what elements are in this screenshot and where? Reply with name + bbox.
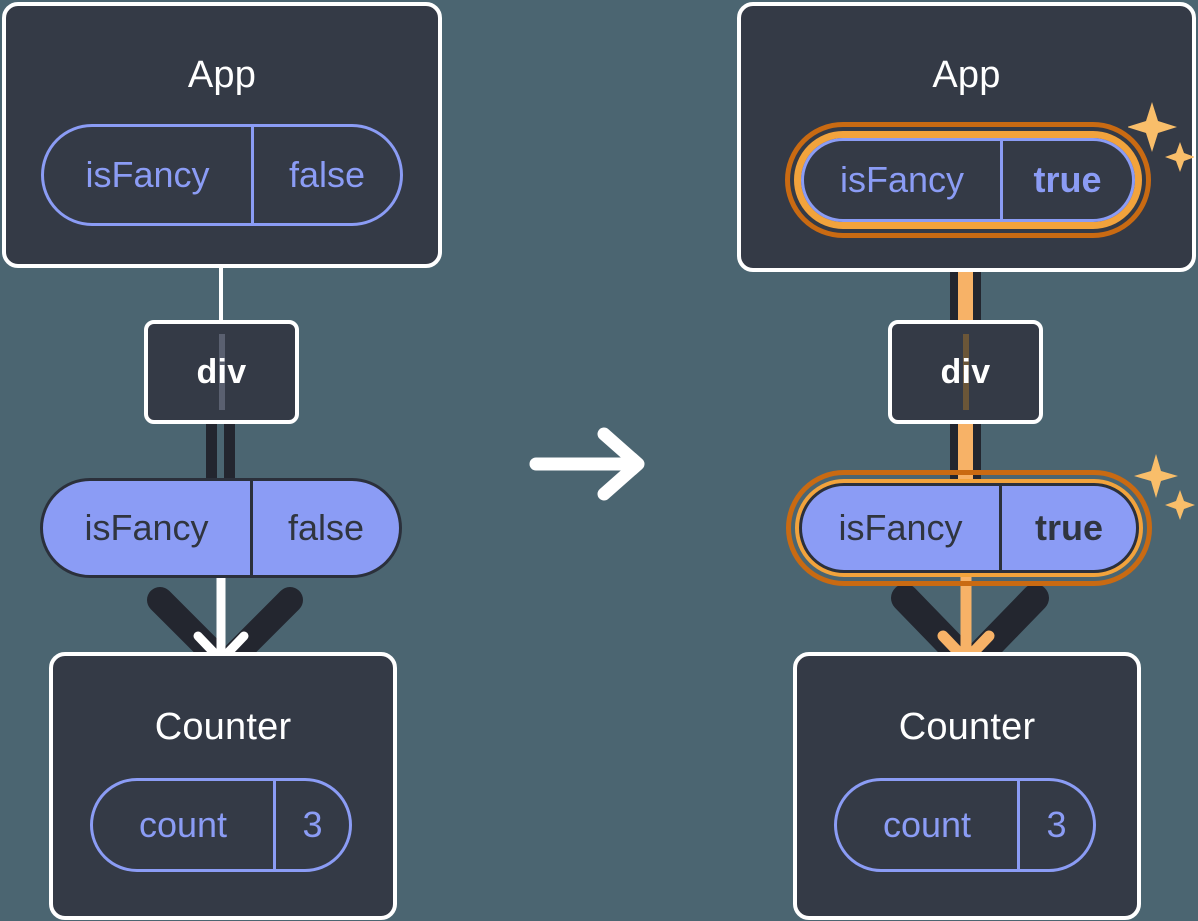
pill-key-label: isFancy	[85, 154, 210, 195]
pill-key-label: isFancy	[84, 507, 209, 548]
highlight-ring-app-pill-after	[785, 122, 1151, 238]
sparkle-icon-prop-after	[1134, 452, 1198, 528]
pill-value-label: true	[1033, 159, 1102, 200]
prop-pill-isfancy-before: isFancy false	[40, 478, 402, 578]
line-through-div-before	[218, 334, 225, 410]
prop-pill-isfancy-after: isFancy true	[799, 483, 1139, 573]
element-box-div-before: div	[144, 320, 299, 424]
pill-key-label: count	[882, 804, 972, 845]
line-through-div-after	[962, 334, 969, 410]
connector-div-to-pill-after-edge-right	[973, 418, 981, 492]
state-pill-count-counter-before: count 3	[90, 778, 352, 872]
state-pill-isfancy-app-after: isFancy true	[801, 138, 1135, 222]
connector-div-to-pill-before-right	[224, 418, 235, 488]
component-title-app-after: App	[932, 54, 1001, 96]
sparkle-icon-app-after	[1128, 100, 1194, 180]
pill-value-label: 3	[302, 804, 323, 845]
pill-value-label: false	[288, 154, 366, 195]
state-pill-isfancy-app-before: isFancy false	[41, 124, 403, 226]
element-tag-label-before: div	[196, 352, 247, 391]
state-pill-count-counter-after: count 3	[834, 778, 1096, 872]
transition-arrow-icon	[528, 425, 658, 503]
element-box-div-after: div	[888, 320, 1043, 424]
pill-key-label: isFancy	[838, 507, 963, 548]
connector-app-to-div-before	[219, 262, 223, 324]
connector-div-to-pill-before-left	[206, 418, 217, 488]
pill-value-label: false	[287, 507, 365, 548]
component-title-app-before: App	[187, 54, 257, 96]
pill-value-label: true	[1034, 507, 1103, 548]
element-tag-label-after: div	[940, 352, 991, 391]
connector-div-to-pill-after-edge-left	[950, 418, 958, 492]
pill-key-label: count	[138, 804, 228, 845]
component-title-counter-after: Counter	[898, 706, 1036, 748]
pill-value-label: 3	[1046, 804, 1067, 845]
pill-key-label: isFancy	[839, 159, 965, 200]
component-title-counter-before: Counter	[154, 706, 292, 748]
